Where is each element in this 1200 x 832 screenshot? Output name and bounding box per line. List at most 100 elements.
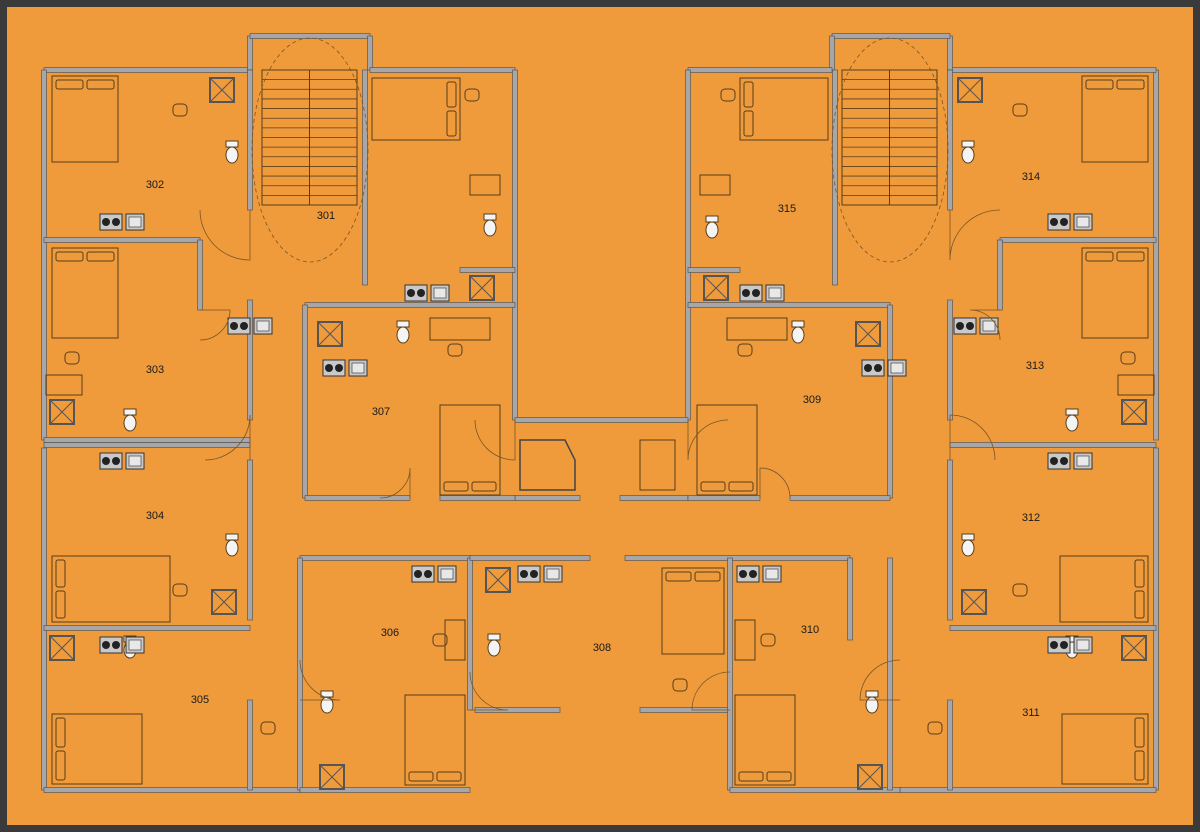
stove-top xyxy=(99,452,123,470)
chair-icon xyxy=(447,343,463,357)
walls-layer xyxy=(41,33,1159,793)
toilet-bowl xyxy=(123,414,137,432)
wall-segment xyxy=(512,69,518,421)
wall-segment xyxy=(687,267,741,273)
bed-pillow xyxy=(55,79,84,90)
stove-burner xyxy=(1050,641,1058,649)
shower-diag xyxy=(469,275,495,301)
chair-icon xyxy=(172,583,188,597)
wall-segment xyxy=(847,557,853,641)
room-label-313: 313 xyxy=(1026,360,1044,372)
wall-segment xyxy=(947,35,953,71)
stove-burner xyxy=(1060,218,1068,226)
shower-diag xyxy=(49,635,75,661)
chair-icon xyxy=(720,88,736,102)
room-label-310: 310 xyxy=(801,624,819,636)
bed-frame xyxy=(1059,555,1149,623)
wall-segment xyxy=(949,67,1157,73)
stove-burner xyxy=(864,364,872,372)
toilet-tank xyxy=(865,690,879,698)
stove-burner xyxy=(240,322,248,330)
wall-segment xyxy=(947,459,953,621)
wall-segment xyxy=(197,239,203,311)
shower-diag xyxy=(703,275,729,301)
stove-top xyxy=(861,359,885,377)
room-label-303: 303 xyxy=(146,364,164,376)
desk-icon xyxy=(45,374,83,396)
bed-pillow xyxy=(55,750,66,781)
desk-icon xyxy=(1117,374,1155,396)
floor-background xyxy=(7,7,1193,825)
wall-segment xyxy=(997,239,1003,311)
room-label-312: 312 xyxy=(1022,512,1040,524)
door-icon xyxy=(949,414,996,461)
toilet-icon xyxy=(961,533,975,557)
sink-basin xyxy=(440,568,454,580)
stove-top xyxy=(404,284,428,302)
bed-icon xyxy=(1059,555,1149,623)
toilet-bowl xyxy=(487,639,501,657)
sink-icon xyxy=(253,317,273,335)
wall-segment xyxy=(619,495,689,501)
toilet-tank xyxy=(1065,408,1079,416)
sink-basin xyxy=(765,568,779,580)
stove-burner xyxy=(112,641,120,649)
bed-pillow xyxy=(471,481,497,492)
stove-icon xyxy=(99,452,123,470)
stove-burner xyxy=(102,457,110,465)
bed-frame xyxy=(51,75,119,163)
toilet-icon xyxy=(396,320,410,344)
stove-burner xyxy=(874,364,882,372)
sink-basin xyxy=(890,362,904,374)
shower-diag xyxy=(1121,399,1147,425)
stove-top xyxy=(411,565,435,583)
door-icon xyxy=(204,414,251,461)
stove-icon xyxy=(99,636,123,654)
wall-segment xyxy=(43,67,251,73)
shower-icon xyxy=(957,77,983,103)
wall-segment xyxy=(832,69,838,286)
desk-icon xyxy=(699,174,731,196)
stove-top xyxy=(953,317,977,335)
toilet-tank xyxy=(487,633,501,641)
bed-frame xyxy=(51,247,119,339)
shower-diag xyxy=(857,764,883,790)
stove-burner xyxy=(414,570,422,578)
stove-top xyxy=(322,359,346,377)
room-label-307: 307 xyxy=(372,406,390,418)
bed-pillow xyxy=(55,590,66,619)
door-icon xyxy=(199,309,231,341)
desk-icon xyxy=(734,619,756,661)
stove-icon xyxy=(953,317,977,335)
desk-icon xyxy=(726,317,788,341)
shower-icon xyxy=(855,321,881,347)
toilet-tank xyxy=(483,213,497,221)
bed-pillow xyxy=(86,79,115,90)
chair-seat xyxy=(737,343,753,357)
shower-icon xyxy=(211,589,237,615)
wall-segment xyxy=(947,699,953,791)
shower-icon xyxy=(317,321,343,347)
wall-segment xyxy=(369,67,516,73)
stove-burner xyxy=(520,570,528,578)
door-icon xyxy=(474,419,516,461)
room-label-309: 309 xyxy=(803,394,821,406)
shower-diag xyxy=(49,399,75,425)
wall-segment xyxy=(439,495,516,501)
wall-segment xyxy=(469,555,591,561)
door-icon xyxy=(469,671,509,711)
door-icon xyxy=(687,419,729,461)
bed-frame xyxy=(404,694,466,786)
shower-icon xyxy=(485,567,511,593)
wall-segment xyxy=(624,555,851,561)
chair-seat xyxy=(1120,351,1136,365)
sink-basin xyxy=(982,320,996,332)
shower-icon xyxy=(469,275,495,301)
bed-pillow xyxy=(1134,590,1145,619)
sink-basin xyxy=(128,216,142,228)
bed-icon xyxy=(734,694,796,786)
bed-icon xyxy=(51,713,143,785)
bed-pillow xyxy=(55,717,66,748)
chair-icon xyxy=(64,351,80,365)
wall-segment xyxy=(949,442,1157,448)
